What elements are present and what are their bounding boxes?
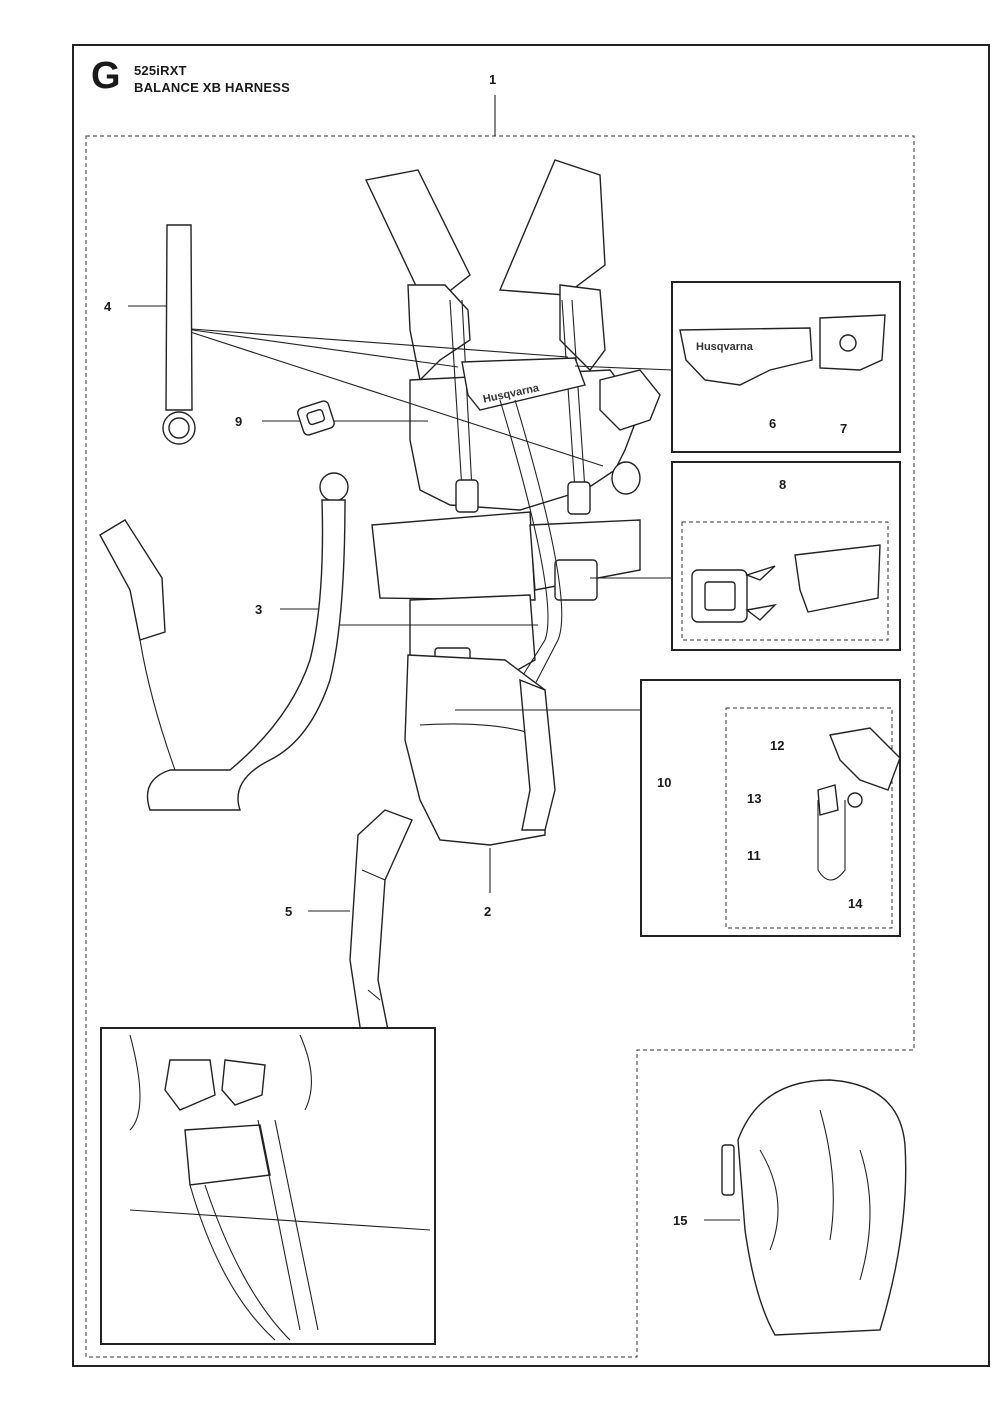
harness-main: Husqvarna	[364, 159, 661, 846]
callout-14: 14	[848, 896, 863, 911]
inset-parts-10-14-hook	[640, 679, 901, 937]
callout-5: 5	[285, 904, 293, 919]
callout-11: 11	[747, 848, 761, 863]
callout-1: 1	[489, 72, 497, 87]
inset-part-8-buckle	[671, 461, 901, 651]
part-6-logo: Husqvarna	[696, 341, 754, 353]
callout-13: 13	[747, 791, 762, 806]
callout-7: 7	[840, 421, 848, 436]
callout-2: 2	[484, 904, 492, 919]
part-9-slider	[297, 400, 335, 436]
page-title: BALANCE XB HARNESS	[134, 80, 291, 95]
section-letter: G	[91, 55, 121, 97]
part-4-strap	[162, 224, 196, 445]
part-3-curved-strap	[99, 472, 349, 811]
callout-6: 6	[769, 416, 777, 431]
diagram-frame	[72, 44, 990, 1367]
assembly-boundary	[85, 135, 915, 1358]
callout-12: 12	[770, 738, 785, 753]
inset-parts-6-7: Husqvarna	[671, 281, 901, 453]
callout-10: 10	[657, 775, 672, 790]
model-name: 525iRXT	[134, 63, 187, 78]
part-15-bag	[721, 1079, 907, 1336]
inset-rear-view	[100, 1027, 436, 1345]
callout-3: 3	[255, 602, 263, 617]
callout-4: 4	[104, 299, 112, 314]
callout-15: 15	[673, 1213, 688, 1228]
callout-9: 9	[235, 414, 243, 429]
callout-8: 8	[779, 477, 787, 492]
